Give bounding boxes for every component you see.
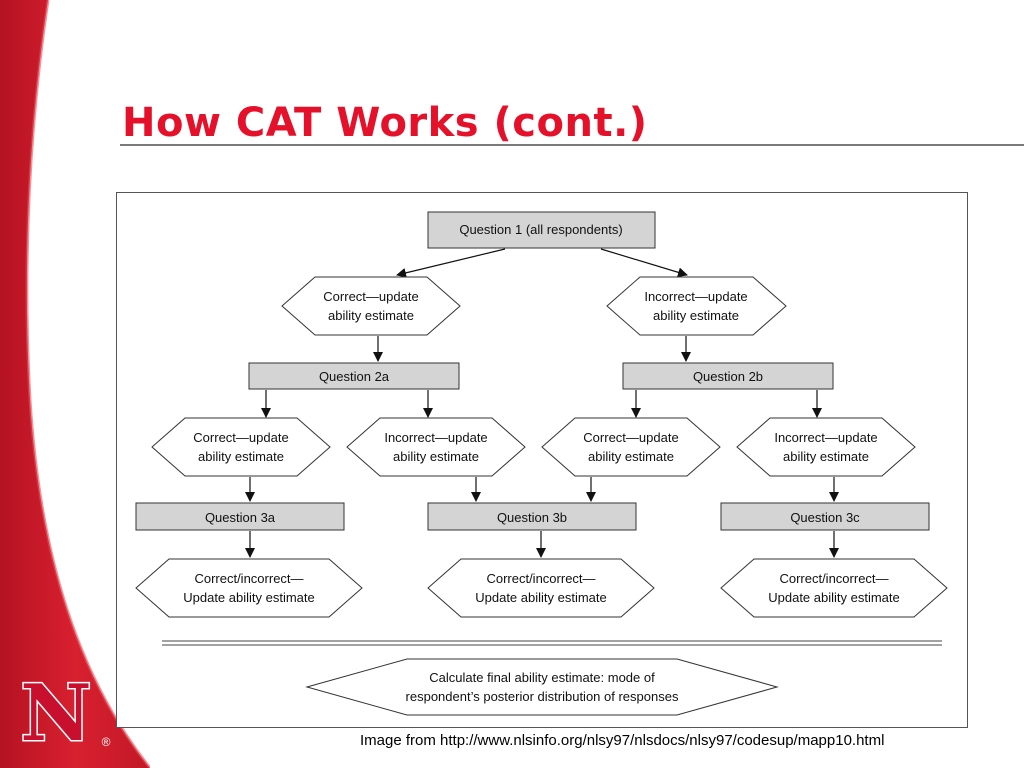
incorrect-update-hexagon: Incorrect—update ability estimate — [606, 276, 787, 336]
correct-update-hexagon-2a: Correct—update ability estimate — [151, 417, 331, 477]
arrow-q1-to-correct — [396, 248, 506, 278]
svg-text:ability estimate: ability estimate — [783, 449, 869, 464]
question-2a-box: Question 2a — [248, 362, 460, 390]
source-caption: Image from http://www.nlsinfo.org/nlsy97… — [360, 732, 885, 749]
svg-text:Question 3a: Question 3a — [205, 510, 276, 525]
flowchart-frame: Question 1 (all respondents) Correct—upd… — [116, 192, 968, 728]
correct-update-hexagon: Correct—update ability estimate — [281, 276, 461, 336]
svg-text:Correct—update: Correct—update — [323, 289, 418, 304]
update-hexagon-3a: Correct/incorrect— Update ability estima… — [135, 558, 363, 618]
svg-text:Calculate final ability estima: Calculate final ability estimate: mode o… — [429, 670, 655, 685]
svg-text:Question 3b: Question 3b — [497, 510, 567, 525]
question-3c-box: Question 3c — [720, 502, 930, 531]
svg-text:ability estimate: ability estimate — [198, 449, 284, 464]
cat-flowchart: Question 1 (all respondents) Correct—upd… — [135, 211, 948, 716]
update-hexagon-3b: Correct/incorrect— Update ability estima… — [427, 558, 655, 618]
svg-text:Update ability estimate: Update ability estimate — [768, 590, 900, 605]
university-n-logo: N ® — [19, 672, 111, 752]
svg-text:Question 3c: Question 3c — [790, 510, 860, 525]
correct-update-hexagon-2b: Correct—update ability estimate — [541, 417, 721, 477]
final-estimate-hexagon: Calculate final ability estimate: mode o… — [305, 658, 779, 716]
arrow-q1-to-incorrect — [600, 248, 688, 278]
question-3a-box: Question 3a — [135, 502, 345, 531]
svg-text:Update ability estimate: Update ability estimate — [183, 590, 315, 605]
svg-text:Correct/incorrect—: Correct/incorrect— — [779, 571, 888, 586]
svg-text:ability estimate: ability estimate — [328, 308, 414, 323]
update-hexagon-3c: Correct/incorrect— Update ability estima… — [720, 558, 948, 618]
question-2b-box: Question 2b — [622, 362, 834, 390]
title-underline — [120, 144, 1024, 146]
incorrect-update-hexagon-2b: Incorrect—update ability estimate — [736, 417, 916, 477]
svg-text:Correct—update: Correct—update — [193, 430, 288, 445]
flow-arrows — [245, 248, 839, 558]
svg-text:Correct/incorrect—: Correct/incorrect— — [486, 571, 595, 586]
svg-text:Incorrect—update: Incorrect—update — [774, 430, 877, 445]
question-1-box: Question 1 (all respondents) — [427, 211, 656, 249]
svg-text:ability estimate: ability estimate — [653, 308, 739, 323]
svg-text:Incorrect—update: Incorrect—update — [644, 289, 747, 304]
svg-text:Question 2a: Question 2a — [319, 369, 390, 384]
svg-text:Incorrect—update: Incorrect—update — [384, 430, 487, 445]
svg-text:Correct/incorrect—: Correct/incorrect— — [194, 571, 303, 586]
svg-text:ability estimate: ability estimate — [393, 449, 479, 464]
svg-text:ability estimate: ability estimate — [588, 449, 674, 464]
svg-text:Question 2b: Question 2b — [693, 369, 763, 384]
question-1-label: Question 1 (all respondents) — [459, 222, 622, 237]
question-3b-box: Question 3b — [427, 502, 637, 531]
incorrect-update-hexagon-2a: Incorrect—update ability estimate — [346, 417, 526, 477]
svg-text:Update ability estimate: Update ability estimate — [475, 590, 607, 605]
svg-text:respondent’s posterior distrib: respondent’s posterior distribution of r… — [406, 689, 679, 704]
slide-title: How CAT Works (cont.) — [122, 100, 648, 146]
registered-mark: ® — [102, 735, 111, 749]
left-red-brand-bar — [0, 0, 150, 768]
logo-letter: N — [20, 672, 91, 752]
svg-text:Correct—update: Correct—update — [583, 430, 678, 445]
